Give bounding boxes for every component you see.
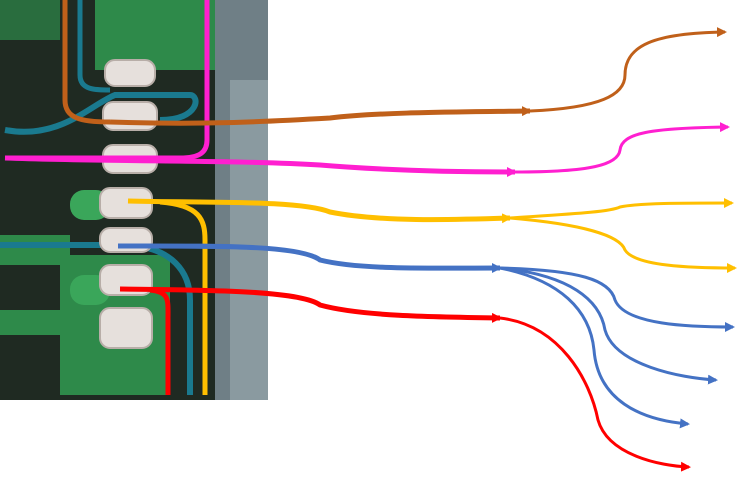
yellow-trace [127, 198, 737, 273]
red-trace [119, 286, 691, 472]
brown-trace [109, 27, 727, 126]
blue-trace [117, 243, 735, 429]
magenta-trace [4, 122, 730, 177]
